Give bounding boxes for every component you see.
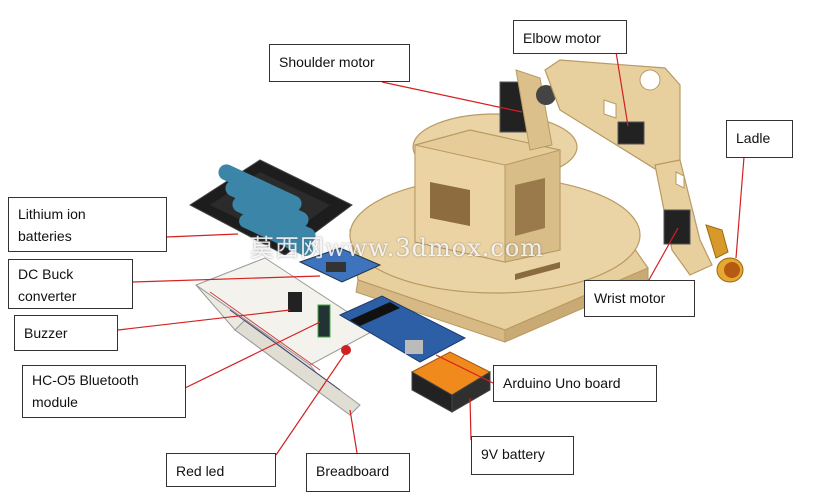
label-breadboard: Breadboard	[306, 453, 410, 492]
label-breadboard-text: Breadboard	[316, 463, 390, 479]
leader-lines	[117, 51, 745, 456]
label-red-led-text: Red led	[176, 463, 225, 479]
label-ladle-text: Ladle	[736, 130, 771, 146]
label-dc-buck-line1: DC Buck	[18, 266, 74, 282]
hc05-part	[317, 304, 331, 338]
label-arduino-uno: Arduino Uno board	[493, 365, 657, 402]
arduino-part	[338, 295, 467, 363]
label-shoulder-motor: Shoulder motor	[269, 44, 410, 82]
battery-pack-part	[189, 159, 353, 256]
leader-arduino	[435, 354, 494, 384]
dc-buck-part	[298, 247, 382, 283]
shoulder-motor-part	[499, 69, 556, 151]
label-arduino-text: Arduino Uno board	[503, 375, 621, 391]
label-lithium-batteries: Lithium ion batteries	[8, 197, 167, 252]
leader-hc05	[184, 321, 321, 389]
leader-elbow	[615, 51, 629, 127]
buzzer-part	[288, 292, 302, 312]
label-hc05-line2: module	[32, 394, 78, 410]
watermark: 莫西网www.3dmox.com	[250, 234, 545, 262]
leader-shoulder	[381, 81, 523, 113]
battery-9v-part	[410, 351, 492, 413]
label-shoulder-motor-text: Shoulder motor	[279, 54, 375, 70]
leader-breadboard	[349, 409, 358, 454]
label-wrist-motor: Wrist motor	[584, 280, 695, 317]
label-elbow-motor-text: Elbow motor	[523, 30, 601, 46]
leader-ladle	[735, 156, 745, 259]
label-buzzer: Buzzer	[14, 315, 118, 351]
label-9v-battery: 9V battery	[471, 436, 574, 475]
label-lithium-line2: batteries	[18, 228, 72, 244]
leader-red-led	[275, 351, 347, 456]
breadboard-part	[194, 257, 376, 416]
upper-arm	[544, 59, 681, 173]
forearm	[654, 159, 713, 276]
label-dc-buck-line2: converter	[18, 288, 77, 304]
label-hc05-bluetooth: HC-O5 Bluetooth module	[22, 365, 186, 418]
label-9v-battery-text: 9V battery	[481, 446, 545, 462]
label-wrist-motor-text: Wrist motor	[594, 290, 666, 306]
leader-buzzer	[117, 309, 291, 331]
leader-9v	[469, 397, 472, 441]
leader-lithium	[165, 233, 239, 238]
ladle-part	[705, 224, 744, 283]
label-lithium-line1: Lithium ion	[18, 206, 86, 222]
label-buzzer-text: Buzzer	[24, 325, 68, 341]
label-dc-buck-converter: DC Buck converter	[8, 259, 133, 309]
label-elbow-motor: Elbow motor	[513, 20, 627, 54]
leader-dc-buck	[132, 275, 321, 283]
shoulder-housing	[412, 113, 578, 263]
label-ladle: Ladle	[726, 120, 793, 158]
label-red-led: Red led	[166, 453, 276, 487]
leader-wrist	[644, 227, 679, 288]
label-hc05-line1: HC-O5 Bluetooth	[32, 372, 139, 388]
red-led-part	[341, 345, 351, 355]
